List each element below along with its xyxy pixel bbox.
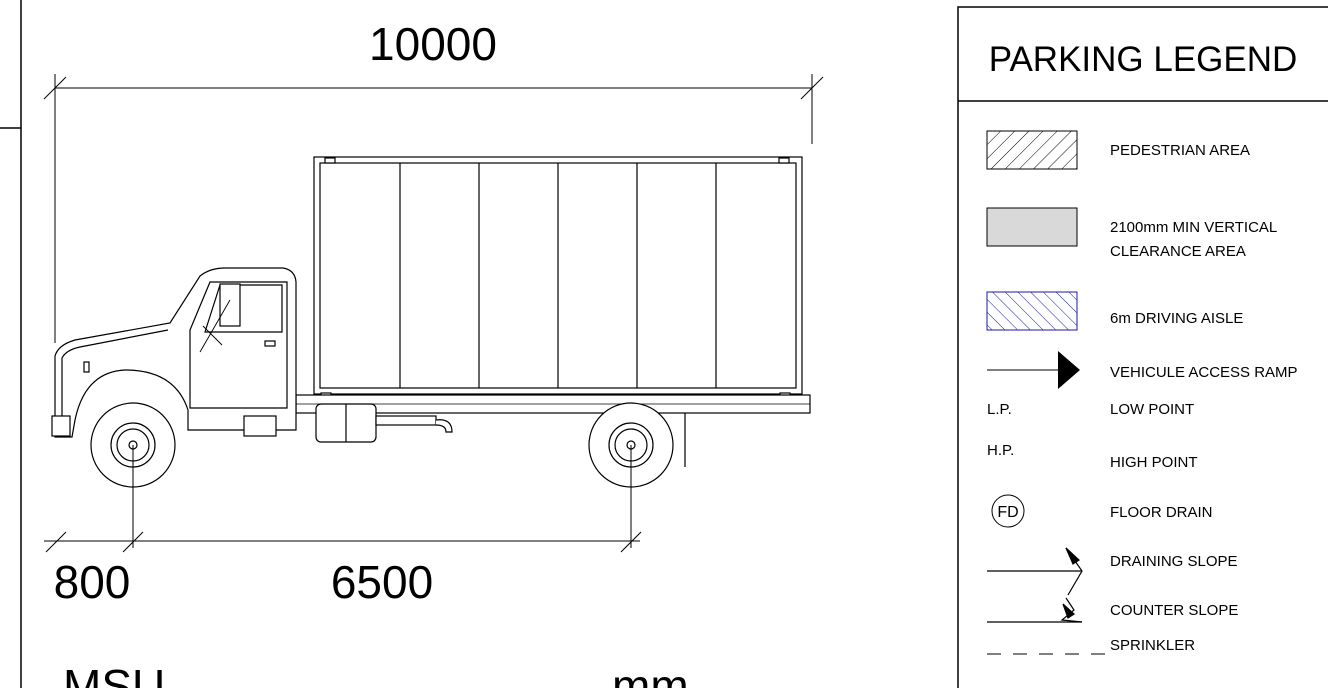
pedestrian-area-label: PEDESTRIAN AREA [1110,142,1250,159]
clearance-area-swatch [986,207,1078,247]
pedestrian-area-swatch [986,130,1078,170]
units-label: mm [612,660,689,688]
ramp-arrow-icon [987,351,1080,389]
low-point-label: LOW POINT [1110,401,1194,418]
vehicle-code-label: MSU [63,660,165,688]
floor-drain-icon: FD [991,494,1025,528]
draining-slope-label: DRAINING SLOPE [1110,553,1238,570]
clearance-label-line2: CLEARANCE AREA [1110,243,1246,260]
low-point-symbol: L.P. [987,401,1012,418]
legend-title: PARKING LEGEND [989,40,1298,79]
ramp-label: VEHICULE ACCESS RAMP [1110,364,1298,381]
driving-aisle-label: 6m DRIVING AISLE [1110,310,1243,327]
front-overhang-label: 800 [54,556,131,608]
driving-aisle-swatch [986,291,1078,331]
overall-length-dimension [43,74,824,343]
cab-body [54,267,297,438]
floor-drain-symbol: FD [997,504,1018,521]
truck-elevation [51,156,811,488]
cargo-box [313,156,803,399]
draining-slope-icon [987,547,1083,596]
wheelbase-dimension [44,445,642,553]
legend-frame [957,6,1328,688]
wheelbase-label: 6500 [331,556,433,608]
overall-length-label: 10000 [369,18,497,70]
counter-slope-label: COUNTER SLOPE [1110,602,1238,619]
high-point-symbol: H.P. [987,442,1014,459]
high-point-label: HIGH POINT [1110,454,1198,471]
sheet-border-left [0,0,22,688]
floor-drain-label: FLOOR DRAIN [1110,504,1213,521]
sprinkler-label: SPRINKLER [1110,637,1195,654]
counter-slope-icon [987,597,1083,623]
clearance-label-line1: 2100mm MIN VERTICAL [1110,219,1277,236]
